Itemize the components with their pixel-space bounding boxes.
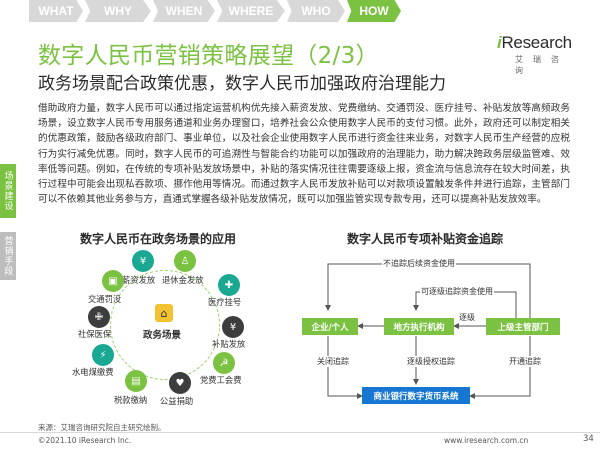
label-track-level: 可逐级追踪资金使用 — [420, 286, 494, 297]
scene-ring — [110, 270, 220, 380]
side-tab-marketing[interactable]: 营销手段 — [0, 232, 16, 280]
source-note: 来源：艾瑞咨询研究院自主研究绘制。 — [38, 423, 166, 432]
tab-how[interactable]: HOW — [347, 0, 401, 22]
label-down: 逐级 — [458, 312, 476, 323]
building-icon: ⌂ — [155, 304, 173, 322]
subsidy-icon: ¥ — [222, 316, 244, 338]
node-label-pension: 退休金发放 — [162, 275, 204, 285]
side-tab-scene[interactable]: 场景建设 — [0, 164, 16, 218]
node-label-donation: 公益捐助 — [160, 396, 194, 406]
node-label-traffic: 交通罚没 — [88, 294, 122, 304]
medical-cross-icon: ✚ — [218, 274, 240, 296]
box-local-agency: 地方执行机构 — [384, 318, 454, 335]
node-label-party: 党费工会费 — [200, 375, 242, 385]
label-no-track: 不追踪后续资金使用 — [382, 258, 456, 269]
page-title: 数字人民币营销策略展望（2/3） — [38, 43, 379, 69]
label-open-track: 开通追踪 — [508, 356, 542, 367]
scene-center-label: 政务场景 — [143, 330, 182, 341]
tax-icon: ▤ — [125, 370, 147, 392]
right-diagram-heading: 数字人民币专项补贴资金追踪 — [347, 232, 504, 246]
node-label-salary: 薪资发放 — [122, 275, 156, 285]
left-diagram-heading: 数字人民币在政务场景的应用 — [80, 232, 237, 246]
footer-website[interactable]: www.iresearch.com.cn — [444, 436, 529, 445]
node-label-subsidy: 补贴发放 — [212, 339, 246, 349]
page-number: 34 — [583, 434, 594, 444]
tab-who[interactable]: WHO — [287, 0, 345, 22]
traffic-icon: ▣ — [102, 270, 124, 292]
box-bank-system: 商业银行数字货币系统 — [362, 387, 470, 404]
node-label-medical: 医疗挂号 — [208, 297, 242, 307]
salary-icon: ¥ — [132, 250, 154, 272]
node-label-tax: 税款缴纳 — [114, 395, 148, 405]
node-label-insurance: 社保医保 — [78, 329, 112, 339]
top-tab-strip: WHAT WHY WHEN WHERE WHO HOW — [29, 0, 403, 22]
node-label-utility: 水电煤缴费 — [72, 367, 114, 377]
box-superior-dept: 上级主管部门 — [486, 318, 560, 335]
tab-when[interactable]: WHEN — [153, 0, 215, 22]
logo-i: i — [497, 33, 502, 52]
insurance-icon: ✙ — [88, 306, 110, 328]
utility-icon: ⚡ — [92, 344, 114, 366]
party-icon: ☭ — [213, 352, 235, 374]
iresearch-logo: iResearch 艾瑞咨询 — [497, 33, 577, 75]
footer-copyright: ©2021.10 iResearch Inc. — [38, 436, 132, 445]
donation-icon: ♥ — [169, 372, 191, 394]
body-paragraph: 借助政府力量，数字人民币可以通过指定运营机构优先接入薪资发放、党费缴纳、交通罚没… — [38, 103, 570, 206]
elderly-icon: ♙ — [174, 250, 196, 272]
tab-what[interactable]: WHAT — [29, 0, 83, 22]
page-subtitle: 政务场景配合政策优惠，数字人民币加强政府治理能力 — [38, 74, 446, 94]
tab-where[interactable]: WHERE — [217, 0, 285, 22]
logo-main: Research — [501, 33, 572, 52]
gov-scene-diagram: ⌂ 政务场景 ¥ 薪资发放 ♙ 退休金发放 ✚ 医疗挂号 ¥ 补贴发放 ☭ 党费… — [70, 248, 270, 413]
footer-divider — [0, 432, 600, 433]
label-authorize: 逐级授权追踪 — [406, 356, 456, 367]
label-close-track: 关闭追踪 — [316, 356, 350, 367]
box-enterprise: 企业/个人 — [302, 318, 358, 335]
tab-why[interactable]: WHY — [85, 0, 151, 22]
subsidy-flow-diagram: 不追踪后续资金使用 可逐级追踪资金使用 逐级 关闭追踪 逐级授权追踪 开通追踪 … — [298, 248, 568, 413]
logo-sub: 艾瑞咨询 — [515, 55, 569, 75]
